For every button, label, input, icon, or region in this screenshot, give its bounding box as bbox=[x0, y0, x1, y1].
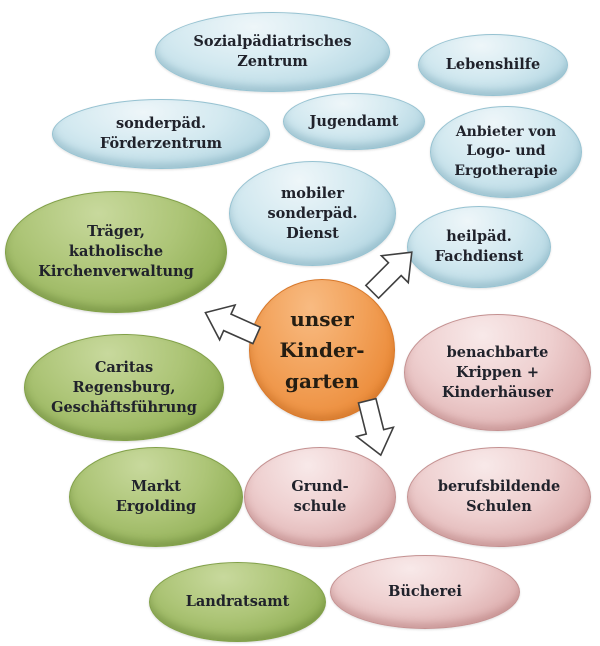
node-buecherei: Bücherei bbox=[330, 555, 520, 629]
node-heilpaed-fachdienst: heilpäd. Fachdienst bbox=[407, 206, 551, 288]
node-berufsbildende-schulen: berufsbildende Schulen bbox=[407, 447, 591, 547]
node-lebenshilfe: Lebenshilfe bbox=[418, 34, 568, 96]
node-anbieter-logo-ergotherapie: Anbieter von Logo- und Ergotherapie bbox=[430, 106, 582, 198]
node-caritas-regensburg-geschaeftsfuehrung: Caritas Regensburg, Geschäftsführung bbox=[24, 334, 224, 441]
node-markt-ergolding: Markt Ergolding bbox=[69, 447, 243, 547]
node-sozialpaediatrisches-zentrum: Sozialpädiatrisches Zentrum bbox=[155, 12, 390, 92]
node-landratsamt: Landratsamt bbox=[149, 562, 326, 642]
node-jugendamt: Jugendamt bbox=[283, 93, 425, 150]
node-traeger-katholische-kirchenverwaltung: Träger, katholische Kirchenverwaltung bbox=[5, 191, 227, 313]
node-sonderpaed-foerderzentrum: sonderpäd. Förderzentrum bbox=[52, 99, 270, 169]
node-grundschule: Grund- schule bbox=[244, 447, 396, 547]
node-benachbarte-krippen-kinderhaeuser: benachbarte Krippen + Kinderhäuser bbox=[404, 314, 591, 431]
node-mobiler-sonderpaed-dienst: mobiler sonderpäd. Dienst bbox=[229, 161, 396, 266]
node-unser-kindergarten: unser Kinder- garten bbox=[249, 279, 395, 421]
